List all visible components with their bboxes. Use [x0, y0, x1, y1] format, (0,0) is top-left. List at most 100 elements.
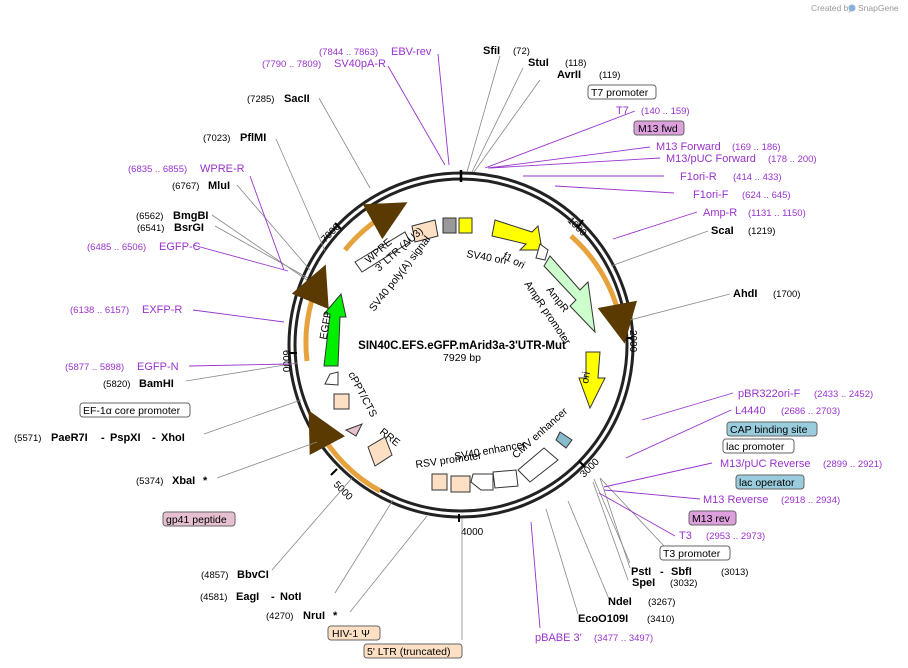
enzyme-label[interactable]: XhoI — [161, 432, 185, 444]
enzyme-label[interactable]: NdeI — [608, 596, 632, 608]
enzyme-label[interactable]: SacII — [284, 93, 310, 105]
enzyme-label[interactable]: ScaI — [711, 225, 734, 237]
enzyme-label[interactable]: StuI — [528, 57, 549, 69]
primer-label[interactable]: L4440 — [735, 405, 766, 417]
gp41-block — [344, 423, 364, 437]
primer-range: (414 .. 433) — [733, 172, 782, 183]
feature-box-label[interactable]: EF-1α core promoter — [83, 405, 181, 417]
feature-box-label[interactable]: lac operator — [739, 477, 795, 489]
primer-labels: (7844 .. 7863) EBV-rev (7790 .. 7809) SV… — [65, 46, 882, 644]
enzyme-label[interactable]: PspXI — [110, 432, 141, 444]
tick-mark — [334, 222, 342, 230]
enzyme-joiner: - — [271, 591, 275, 603]
primer-label[interactable]: M13/pUC Forward — [666, 153, 756, 165]
feature-box-label[interactable]: M13 rev — [692, 513, 731, 525]
feature-box-bg — [726, 421, 818, 437]
feature-box-label[interactable]: M13 fwd — [638, 123, 678, 135]
feature-box-bg — [327, 625, 381, 641]
feature-box-bg — [735, 474, 805, 490]
feature-label-rsv-promoter: RSV promoter — [415, 450, 483, 471]
feature-box-label[interactable]: T3 promoter — [663, 548, 721, 560]
primer-range: (140 .. 159) — [641, 106, 690, 117]
tick-label: 4000 — [461, 527, 484, 538]
primer-range: (2918 .. 2934) — [781, 495, 840, 506]
primer-label[interactable]: pBABE 3' — [535, 632, 582, 644]
feature-box-label[interactable]: 5' LTR (truncated) — [367, 646, 451, 658]
small-grey-block — [442, 217, 457, 234]
primer-label[interactable]: M13 Reverse — [703, 494, 768, 506]
primer-range: (178 .. 200) — [768, 154, 817, 165]
enzyme-label[interactable]: XbaI — [172, 475, 195, 487]
primer-label[interactable]: EXFP-R — [142, 304, 182, 316]
enzyme-pos: (7023) — [203, 133, 230, 144]
primer-label[interactable]: F1ori-F — [693, 189, 729, 201]
primer-label[interactable]: M13 Forward — [656, 141, 721, 153]
enzyme-label[interactable]: NruI — [303, 610, 325, 622]
enzyme-pos: (3267) — [648, 597, 675, 608]
feature-box-bg — [633, 120, 685, 136]
snapgene-logo-icon — [848, 4, 856, 12]
enzyme-label[interactable]: SpeI — [632, 577, 655, 589]
enzyme-label[interactable]: EagI — [236, 591, 259, 603]
enzyme-label[interactable]: MluI — [208, 180, 230, 192]
feature-box-label[interactable]: T7 promoter — [591, 87, 649, 99]
inner-features — [322, 217, 606, 493]
feature-box-label[interactable]: gp41 peptide — [166, 514, 227, 526]
enzyme-label[interactable]: AvrII — [557, 69, 581, 81]
primer-label[interactable]: T7 — [616, 105, 629, 117]
primer-range: (2686 .. 2703) — [781, 406, 840, 417]
enzyme-label[interactable]: AhdI — [733, 288, 757, 300]
primer-label[interactable]: Amp-R — [703, 207, 737, 219]
enzyme-label[interactable]: BamHI — [139, 378, 174, 390]
ltr5-block — [431, 473, 448, 491]
primer-label[interactable]: EGFP-C — [159, 241, 201, 253]
orf-arc-egfp — [291, 264, 329, 362]
feature-box-label[interactable]: lac promoter — [726, 441, 785, 453]
primer-label[interactable]: M13/pUC Reverse — [720, 458, 810, 470]
enzyme-pos: (118) — [565, 58, 586, 69]
enzyme-pos: (4270) — [266, 611, 293, 622]
rre-block — [367, 436, 393, 467]
enzyme-label[interactable]: PaeR7I — [51, 432, 88, 444]
primer-label[interactable]: WPRE-R — [200, 163, 245, 175]
feature-box-bg — [688, 510, 737, 526]
primer-label[interactable]: SV40pA-R — [334, 58, 386, 70]
tick-label: 5000 — [331, 479, 355, 503]
primer-range: (2899 .. 2921) — [823, 459, 882, 470]
ltr3-block — [354, 231, 411, 273]
enzyme-pos: (6562) — [136, 211, 163, 222]
primer-range: (169 .. 186) — [732, 142, 781, 153]
credit-brand: SnapGene — [858, 3, 899, 13]
enzyme-label[interactable]: BmgBI — [173, 210, 208, 222]
enzyme-pos: (5374) — [136, 476, 163, 487]
feature-box-bg — [722, 438, 795, 454]
enzyme-label[interactable]: BsrGI — [174, 222, 204, 234]
enzyme-labels: SfiI (72) StuI (118) AvrII (119) ScaI (1… — [14, 45, 800, 625]
primer-label[interactable]: EGFP-N — [137, 361, 179, 373]
primer-range: (7790 .. 7809) — [262, 59, 321, 70]
enzyme-label[interactable]: PstI — [631, 566, 651, 578]
primer-label[interactable]: F1ori-R — [680, 171, 717, 183]
primer-range: (1131 .. 1150) — [748, 208, 806, 219]
primer-label[interactable]: T3 — [679, 530, 692, 542]
feature-box-label[interactable]: HIV-1 Ψ — [332, 628, 370, 640]
tick-mark — [578, 460, 586, 468]
enzyme-label[interactable]: SbfI — [671, 566, 692, 578]
enzyme-pos: (3013) — [721, 567, 748, 578]
enzyme-label[interactable]: PflMI — [240, 132, 266, 144]
primer-range: (5877 .. 5898) — [65, 362, 124, 373]
feature-box-label[interactable]: CAP binding site — [730, 424, 808, 436]
enzyme-pos: (5571) — [14, 433, 41, 444]
primer-label[interactable]: EBV-rev — [391, 46, 432, 58]
enzyme-label[interactable]: SfiI — [483, 45, 500, 57]
enzyme-pos: (4581) — [200, 592, 227, 603]
enzyme-joiner: - — [660, 566, 664, 578]
sv40-ori-block — [458, 217, 473, 234]
enzyme-label[interactable]: NotI — [280, 591, 301, 603]
enzyme-label[interactable]: EcoO109I — [578, 613, 628, 625]
orf-arc-gp41 — [308, 410, 382, 494]
primer-label[interactable]: pBR322ori-F — [738, 388, 801, 400]
enzyme-pos: (6767) — [172, 181, 199, 192]
enzyme-label[interactable]: BbvCI — [237, 569, 269, 581]
